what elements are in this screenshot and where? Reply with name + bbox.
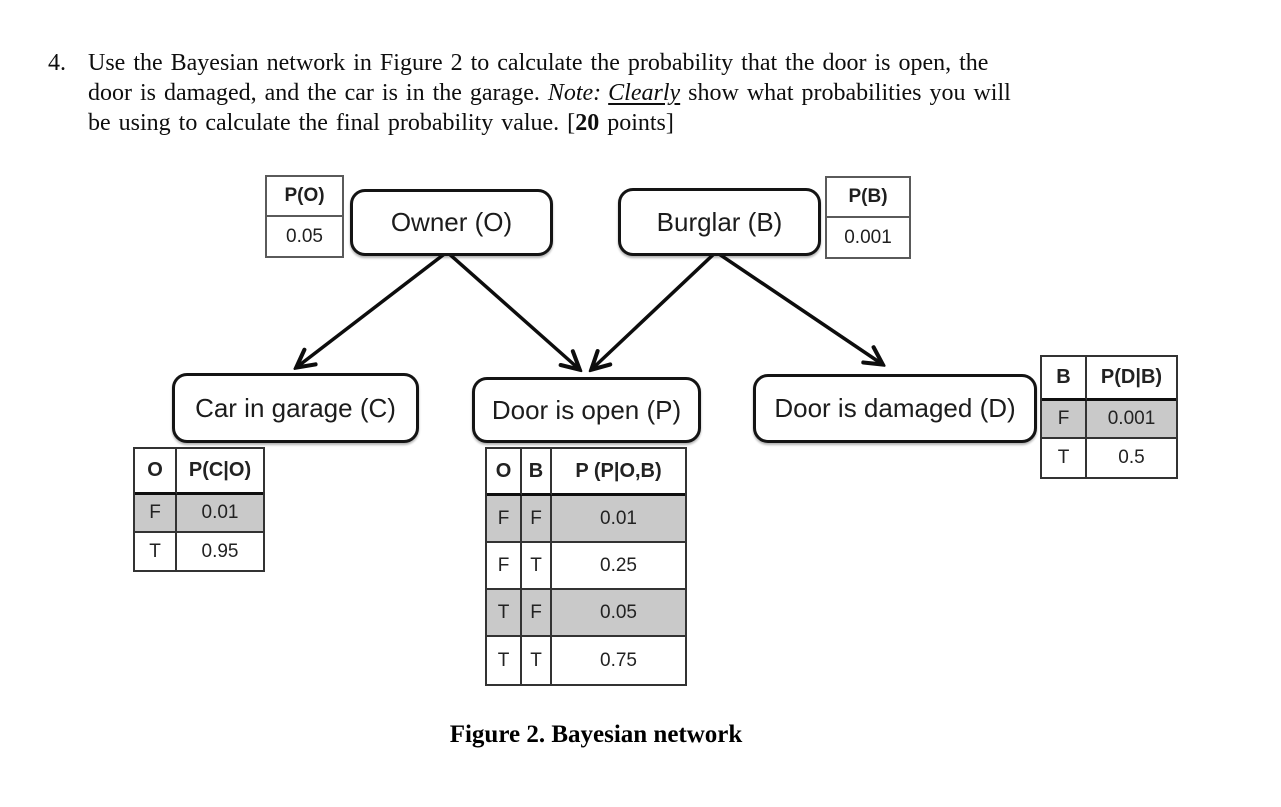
note-label: Note:	[547, 80, 602, 106]
node-car-in-garage: Car in garage (C)	[172, 373, 419, 443]
question-line-3-text: be using to calculate the final probabil…	[88, 110, 576, 136]
table-cell: 0.95	[177, 533, 263, 570]
table-cell: 0.01	[552, 496, 685, 543]
table-p-p-given-ob: O B P (P|O,B) F F 0.01 F T 0.25 T F 0.05…	[485, 447, 687, 686]
column-header: O	[487, 449, 522, 496]
node-door-damaged: Door is damaged (D)	[753, 374, 1037, 443]
figure-caption: Figure 2. Bayesian network	[449, 721, 743, 748]
table-cell: 0.25	[552, 543, 685, 590]
table-cell: T	[1042, 439, 1087, 477]
edge-burglar-to-door-damaged	[715, 250, 882, 364]
points-value: 20	[575, 110, 600, 136]
table-cell: F	[487, 543, 522, 590]
table-cell: T	[487, 590, 522, 637]
table-cell: F	[1042, 401, 1087, 439]
column-header: P(C|O)	[177, 449, 263, 495]
column-header: O	[135, 449, 177, 495]
table-cell: F	[522, 590, 552, 637]
table-cell: T	[522, 637, 552, 684]
node-burglar-label: Burglar (B)	[656, 206, 783, 237]
table-cell: T	[135, 533, 177, 570]
table-cell: T	[522, 543, 552, 590]
table-p-b-header: P(B)	[827, 178, 909, 218]
node-car-in-garage-label: Car in garage (C)	[195, 392, 396, 423]
question-number: 4.	[48, 50, 66, 76]
question-line-3: be using to calculate the final probabil…	[88, 110, 674, 137]
column-header: B	[1042, 357, 1087, 401]
question-line-3-tail: points]	[599, 110, 674, 136]
table-p-o-header: P(O)	[267, 177, 342, 217]
column-header: P (P|O,B)	[552, 449, 685, 496]
table-cell: 0.01	[177, 495, 263, 533]
table-cell: 0.05	[552, 590, 685, 637]
edge-owner-to-door-open	[445, 250, 579, 369]
table-cell: T	[487, 637, 522, 684]
table-p-d-given-b: B P(D|B) F 0.001 T 0.5	[1040, 355, 1178, 479]
node-owner-label: Owner (O)	[390, 207, 513, 237]
table-cell: F	[522, 496, 552, 543]
question-line-1: Use the Bayesian network in Figure 2 to …	[88, 50, 989, 76]
table-p-o: P(O) 0.05	[265, 175, 344, 258]
node-door-open-label: Door is open (P)	[491, 394, 682, 425]
node-owner: Owner (O)	[350, 189, 553, 256]
table-cell: F	[487, 496, 522, 543]
column-header: B	[522, 449, 552, 496]
edge-burglar-to-door-open	[592, 250, 718, 369]
table-p-b: P(B) 0.001	[825, 176, 911, 259]
question-line-2-text: door is damaged, and the car is in the g…	[88, 80, 548, 106]
node-door-damaged-label: Door is damaged (D)	[774, 393, 1016, 423]
table-cell: 0.001	[1087, 401, 1176, 439]
column-header: P(D|B)	[1087, 357, 1176, 401]
table-cell: 0.75	[552, 637, 685, 684]
question-line-2-tail: show what probabilities you will	[680, 80, 1011, 106]
node-door-open: Door is open (P)	[472, 377, 701, 443]
table-p-c-given-o: O P(C|O) F 0.01 T 0.95	[133, 447, 265, 572]
clearly-label: Clearly	[608, 80, 681, 106]
question-line-2: door is damaged, and the car is in the g…	[88, 80, 1011, 107]
table-cell: F	[135, 495, 177, 533]
table-cell: 0.5	[1087, 439, 1176, 477]
node-burglar: Burglar (B)	[618, 188, 821, 256]
table-p-o-value: 0.05	[286, 225, 323, 247]
table-p-b-value: 0.001	[844, 226, 892, 248]
edge-owner-to-car	[297, 250, 449, 367]
